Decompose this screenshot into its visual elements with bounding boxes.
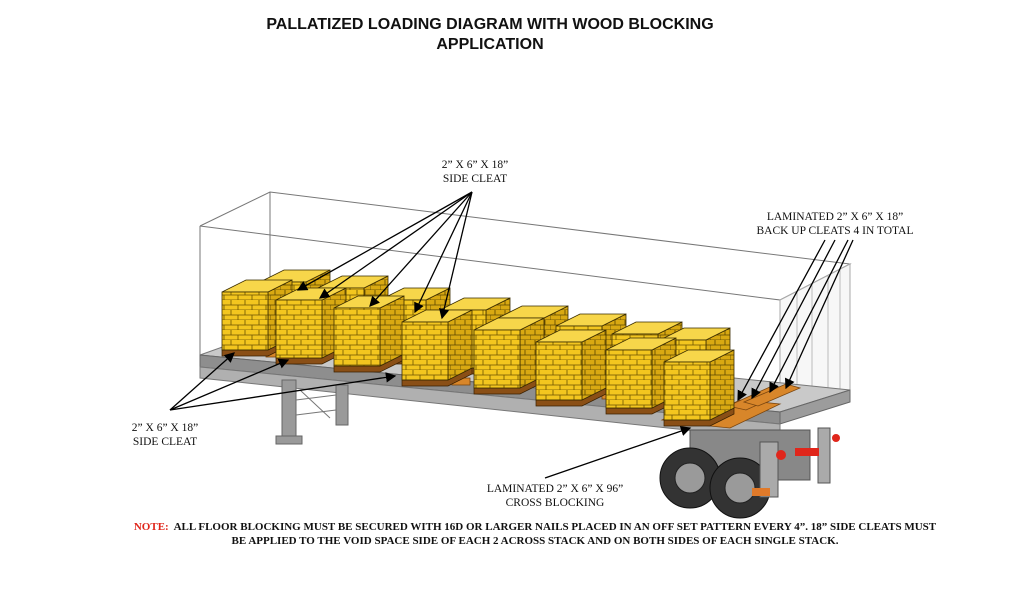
box-front-face bbox=[401, 321, 449, 381]
cross-blocking-dimension: LAMINATED 2” X 6” X 96” bbox=[486, 483, 624, 495]
pallet-stack bbox=[535, 329, 607, 407]
rear-door-panels bbox=[779, 263, 851, 413]
top-side-cleat-label: 2” X 6” X 18” SIDE CLEAT bbox=[425, 158, 525, 186]
note-line2: BE APPLIED TO THE VOID SPACE SIDE OF EAC… bbox=[231, 535, 839, 547]
box-front-face bbox=[535, 341, 583, 401]
box-front-face bbox=[333, 307, 381, 367]
pallet-stack bbox=[401, 309, 473, 387]
pallet-stack bbox=[663, 349, 735, 427]
backup-cleats-dimension: LAMINATED 2” X 6” X 18” bbox=[766, 211, 904, 223]
box-front-face bbox=[605, 349, 653, 409]
left-side-cleat-name: SIDE CLEAT bbox=[132, 436, 198, 448]
landing-gear bbox=[275, 379, 349, 445]
box-front-face bbox=[275, 299, 323, 359]
cross-blocking-name: CROSS BLOCKING bbox=[505, 497, 605, 509]
diagram-title-line1: PALLATIZED LOADING DIAGRAM WITH WOOD BLO… bbox=[266, 16, 714, 33]
loading-note: NOTE: ALL FLOOR BLOCKING MUST BE SECURED… bbox=[110, 520, 960, 548]
left-side-cleat-dimension: 2” X 6” X 18” bbox=[131, 422, 199, 434]
diagram-title-line2: APPLICATION bbox=[436, 36, 544, 53]
rear-wheels bbox=[659, 427, 840, 519]
pallet-stack bbox=[473, 317, 545, 395]
cross-blocking-label: LAMINATED 2” X 6” X 96” CROSS BLOCKING bbox=[470, 482, 640, 510]
backup-cleats-name: BACK UP CLEATS 4 IN TOTAL bbox=[756, 225, 914, 237]
box-front-face bbox=[473, 329, 521, 389]
pallet-stacks bbox=[221, 269, 735, 427]
top-side-cleat-name: SIDE CLEAT bbox=[442, 173, 508, 185]
backup-cleats-label: LAMINATED 2” X 6” X 18” BACK UP CLEATS 4… bbox=[745, 210, 925, 238]
leader-lines bbox=[169, 191, 854, 479]
note-prefix: NOTE: bbox=[133, 521, 169, 533]
note-line1: ALL FLOOR BLOCKING MUST BE SECURED WITH … bbox=[173, 521, 937, 533]
box-front-face bbox=[221, 291, 269, 351]
left-side-cleat-label: 2” X 6” X 18” SIDE CLEAT bbox=[115, 421, 215, 449]
top-side-cleat-dimension: 2” X 6” X 18” bbox=[441, 159, 509, 171]
box-front-face bbox=[663, 361, 711, 421]
pallet-stack bbox=[333, 295, 405, 373]
